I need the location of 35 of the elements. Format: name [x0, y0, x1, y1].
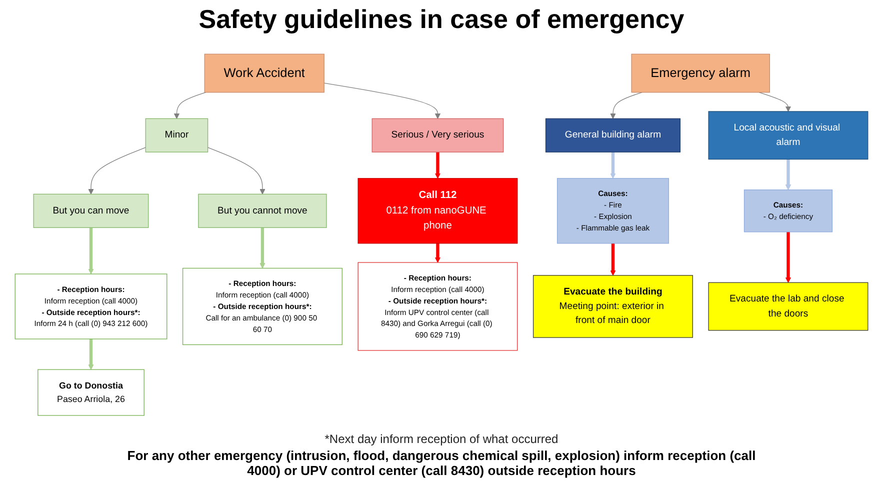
title: Safety guidelines in case of emergency	[198, 4, 686, 35]
node-box	[358, 178, 518, 244]
node-box	[532, 274, 693, 338]
arrow	[758, 92, 792, 112]
node-box	[145, 118, 208, 152]
arrow	[610, 152, 616, 178]
arrow	[434, 243, 441, 262]
arrow	[324, 82, 441, 119]
node-box	[358, 262, 518, 350]
node-box	[38, 368, 144, 416]
node-box	[182, 268, 342, 345]
arrow	[174, 92, 206, 119]
node-box	[708, 110, 868, 160]
node-box	[708, 282, 868, 330]
node-box	[556, 178, 669, 244]
arrow	[260, 227, 266, 268]
arrow	[785, 232, 792, 283]
arrow	[610, 243, 616, 276]
arrow	[207, 146, 266, 194]
node-box	[198, 194, 327, 228]
arrow	[88, 146, 146, 194]
arrow	[88, 338, 94, 370]
arrow	[610, 92, 642, 119]
node-box	[14, 273, 168, 339]
node-box	[545, 118, 680, 152]
node-box	[33, 194, 149, 228]
note-text: For any other emergency (intrusion, flood, dangerous chemical spill, explosion) inform reception (call 4000) or UPV control center (call 8430) outside reception hours	[126, 448, 757, 478]
node-box	[631, 54, 770, 92]
node-box	[372, 118, 504, 152]
arrow	[88, 227, 94, 274]
footnote: *Next day inform reception of what occurred	[324, 432, 558, 446]
node-box	[744, 189, 833, 232]
node-box	[204, 54, 324, 92]
arrow	[785, 158, 792, 190]
arrow	[434, 152, 441, 178]
